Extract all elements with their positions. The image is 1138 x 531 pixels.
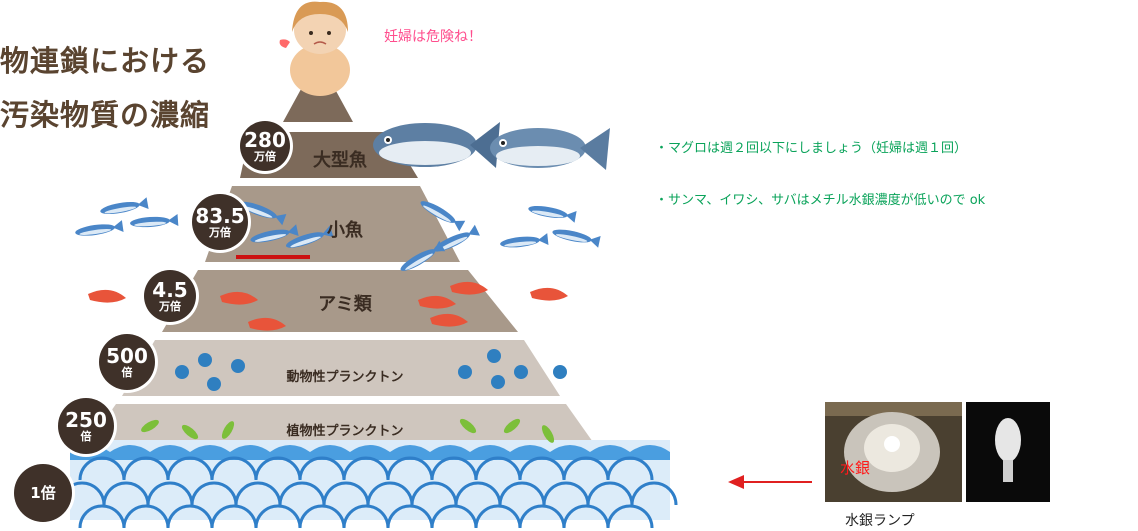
badge-phytoplankton-factor: 250: [65, 407, 107, 432]
tuna-fish-1: [373, 122, 500, 168]
speech-bubble: 妊婦は危険ね！: [384, 29, 482, 45]
wave-arcs: [58, 456, 678, 529]
label-krill: アミ類: [318, 294, 372, 315]
lamp-photo-2: [966, 402, 1050, 502]
badge-small-fish-factor: 83.5: [195, 203, 245, 228]
badge-krill: 4.5 万倍: [144, 270, 196, 322]
badge-phytoplankton-unit: 倍: [80, 429, 92, 443]
lamp-photo-1: [825, 402, 962, 502]
badge-small-fish-unit: 万倍: [209, 225, 231, 239]
note-low-mercury-fish: ・サンマ、イワシ、サバはメチル水銀濃度が低いので ok: [655, 193, 986, 208]
badge-phytoplankton: 250 倍: [58, 398, 114, 454]
badge-large-fish-factor: 280: [244, 127, 286, 152]
tier-zooplankton: [122, 340, 560, 396]
phytoplankton-group: [141, 418, 555, 443]
badge-zooplankton-factor: 500: [106, 343, 148, 368]
lamp-caption: 水銀ランプ: [845, 513, 915, 529]
badge-krill-unit: 万倍: [159, 299, 181, 313]
badge-zooplankton-unit: 倍: [121, 365, 133, 379]
tier-krill: [162, 270, 518, 332]
badge-small-fish: 83.5 万倍: [192, 194, 248, 250]
sardine-school: [75, 197, 601, 271]
label-phytoplankton: 植物性プランクトン: [286, 424, 404, 439]
tuna-fish-2: [490, 128, 610, 170]
badge-large-fish: 280 万倍: [240, 121, 290, 171]
shrimp-group: [88, 281, 568, 331]
woman-illustration: [279, 1, 350, 96]
label-zooplankton: 動物性プランクトン: [286, 370, 404, 385]
label-large-fish: 大型魚: [313, 150, 367, 171]
mercury-label: 水銀: [840, 459, 871, 477]
badge-large-fish-unit: 万倍: [254, 149, 276, 163]
note-tuna: ・マグロは週２回以下にしましょう（妊婦は週１回）: [655, 141, 968, 156]
mercury-arrow: [728, 475, 812, 489]
badge-zooplankton: 500 倍: [99, 334, 155, 390]
zooplankton-group: [175, 349, 567, 391]
small-fish-underline: [236, 255, 310, 259]
title-line-2: 汚染物質の濃縮: [0, 98, 211, 132]
badge-krill-factor: 4.5: [152, 277, 188, 302]
title-line-1: 物連鎖における: [0, 44, 211, 78]
label-small-fish: 小魚: [327, 220, 363, 241]
tier-small-fish: [205, 186, 460, 262]
badge-base: 1倍: [14, 464, 72, 522]
badge-base-factor: 1倍: [30, 484, 56, 502]
